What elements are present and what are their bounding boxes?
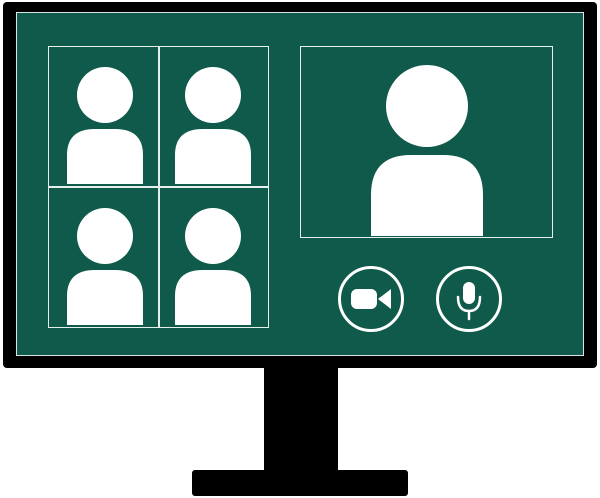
- microphone-icon: [456, 282, 482, 321]
- camera-toggle-button[interactable]: [338, 266, 404, 332]
- person-avatar-icon: [175, 67, 251, 184]
- participant-tile-2[interactable]: [159, 47, 268, 186]
- video-camera-icon: [351, 289, 391, 309]
- person-avatar-icon: [67, 67, 143, 184]
- participant-grid: [48, 46, 269, 328]
- participant-tile-1[interactable]: [49, 47, 158, 186]
- person-avatar-icon: [67, 208, 143, 325]
- microphone-toggle-button[interactable]: [436, 266, 502, 332]
- active-speaker-tile[interactable]: [300, 46, 553, 238]
- grid-divider-horizontal: [49, 186, 268, 188]
- monitor-stand-neck: [264, 366, 338, 472]
- participant-tile-4[interactable]: [159, 188, 268, 327]
- monitor-stand-base: [192, 470, 408, 496]
- person-avatar-icon: [175, 208, 251, 325]
- participant-tile-3[interactable]: [49, 188, 158, 327]
- person-avatar-icon: [371, 65, 483, 236]
